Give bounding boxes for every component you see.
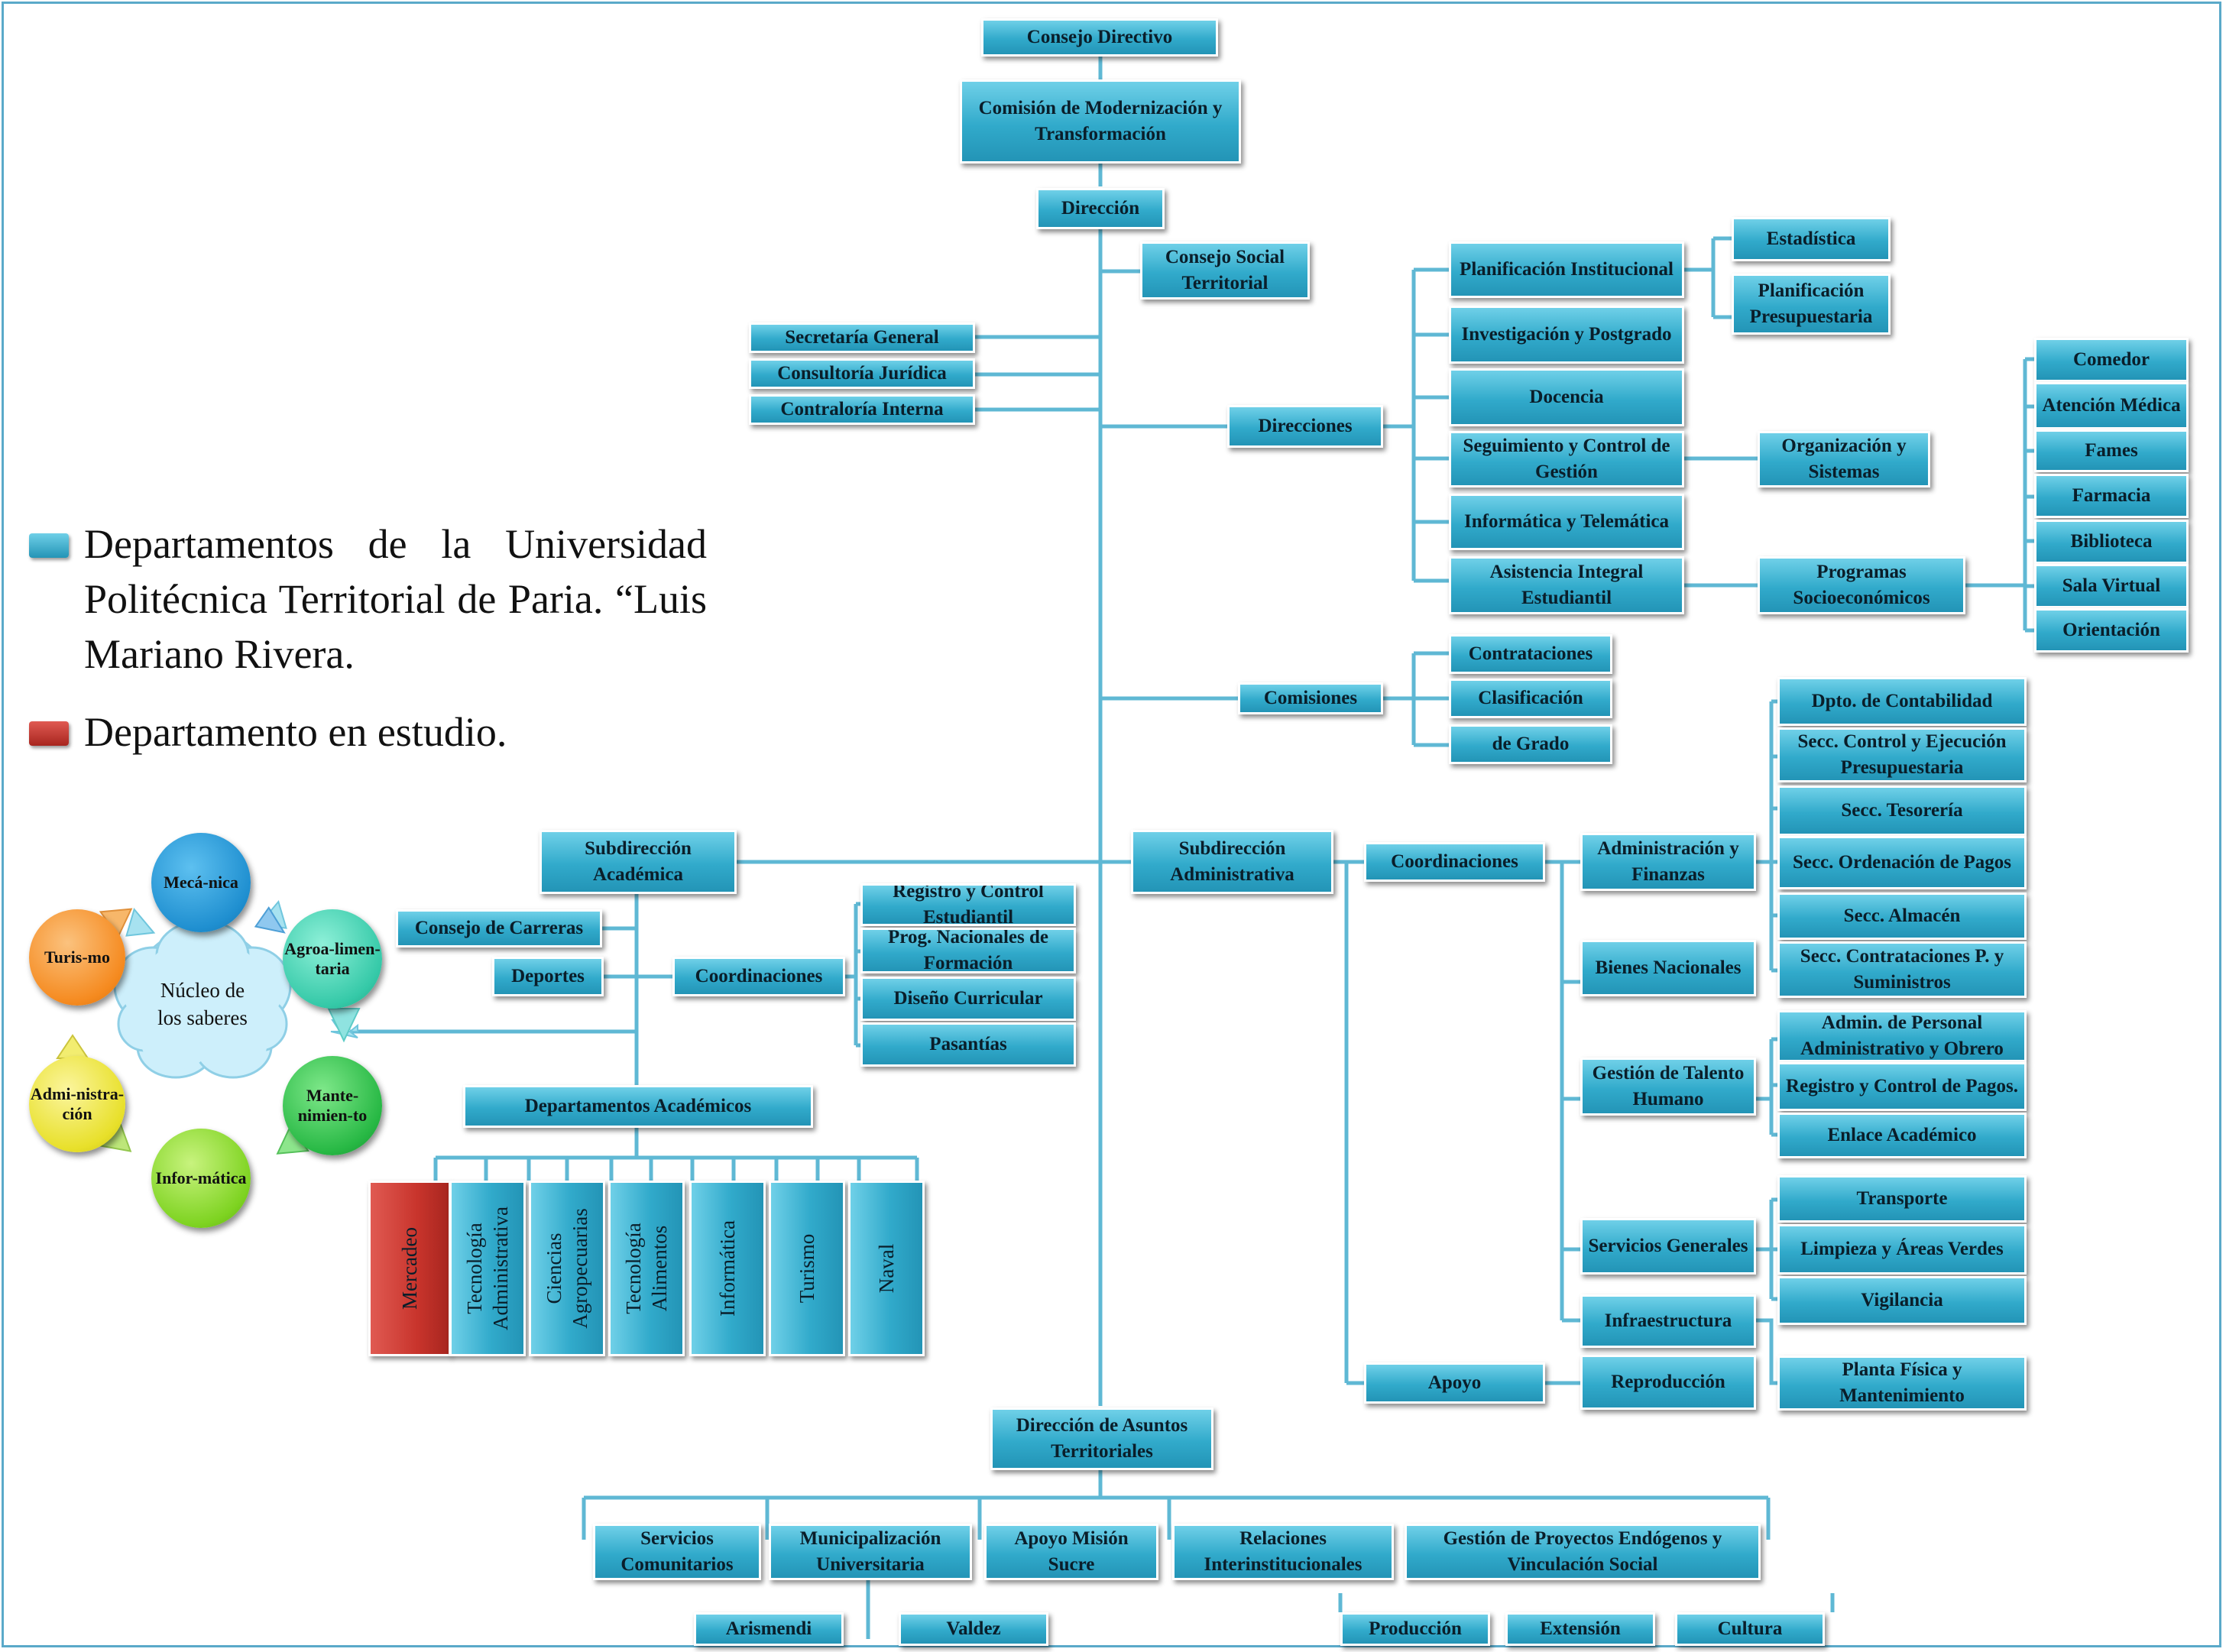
box-atencion-medica: Atención Médica (2034, 382, 2189, 429)
circle-mantenimiento: Mante-nimien-to (283, 1056, 382, 1155)
box-servicios-generales: Servicios Generales (1580, 1218, 1756, 1275)
box-planificacion-institucional: Planificación Institucional (1449, 241, 1684, 298)
box-planta-fisica: Planta Física y Mantenimiento (1777, 1356, 2027, 1411)
legend-blue-text: Departamentos de la Universidad Politécn… (84, 521, 707, 677)
box-fames: Fames (2034, 429, 2189, 472)
legend-blue-swatch (29, 533, 69, 558)
box-seguimiento-control: Seguimiento y Control de Gestión (1449, 431, 1684, 488)
dept-mercadeo: Mercadeo (368, 1181, 451, 1356)
circle-mecanica: Mecá-nica (151, 833, 251, 932)
box-biblioteca: Biblioteca (2034, 520, 2189, 564)
box-secc-almacen: Secc. Almacén (1777, 892, 2027, 940)
box-farmacia: Farmacia (2034, 474, 2189, 518)
box-dpto-contabilidad: Dpto. de Contabilidad (1777, 677, 2027, 726)
box-clasificacion: Clasificación (1449, 679, 1612, 718)
box-secc-tesoreria: Secc. Tesorería (1777, 786, 2027, 836)
box-gestion-proyectos-endogenos: Gestión de Proyectos Endógenos y Vincula… (1405, 1524, 1761, 1580)
box-infraestructura: Infraestructura (1580, 1294, 1756, 1348)
box-admin-personal: Admin. de Personal Administrativo y Obre… (1777, 1010, 2027, 1062)
box-coordinaciones-administrativas: Coordinaciones (1364, 842, 1545, 882)
box-reproduccion: Reproducción (1580, 1355, 1756, 1410)
box-programas-socioeconomicos: Programas Socioeconómicos (1758, 556, 1965, 614)
box-secc-control-ejecucion: Secc. Control y Ejecución Presupuestaria (1777, 727, 2027, 782)
box-secretaria-general: Secretaría General (749, 322, 975, 353)
box-consultoria-juridica: Consultoría Jurídica (749, 358, 975, 389)
box-talento-humano: Gestión de Talento Humano (1580, 1058, 1756, 1116)
box-direcciones: Direcciones (1227, 405, 1383, 448)
dept-informatica: Informática (689, 1181, 766, 1356)
circle-agroalimentaria: Agroa-limen-taria (283, 909, 382, 1009)
box-consejo-directivo: Consejo Directivo (981, 18, 1218, 57)
box-registro-control-estudiantil: Registro y Control Estudiantil (860, 883, 1076, 926)
box-diseno-curricular: Diseño Curricular (860, 977, 1076, 1021)
legend-red-text: Departamento en estudio. (84, 709, 507, 755)
nucleo-center-label: Núcleo de los saberes (157, 979, 248, 1029)
box-cultura: Cultura (1675, 1612, 1825, 1646)
dept-tecnologia-administrativa: Tecnología Administrativa (449, 1181, 526, 1356)
box-apoyo: Apoyo (1364, 1362, 1545, 1404)
box-estadistica: Estadística (1732, 217, 1891, 261)
circle-informatica: Infor-mática (151, 1129, 251, 1228)
box-deportes: Deportes (492, 957, 604, 996)
box-investigacion-postgrado: Investigación y Postgrado (1449, 306, 1684, 364)
box-consejo-carreras: Consejo de Carreras (396, 909, 602, 947)
box-comision-modernizacion: Comisión de Modernización y Transformaci… (960, 79, 1241, 164)
box-asistencia-integral: Asistencia Integral Estudiantil (1449, 556, 1684, 614)
box-docencia: Docencia (1449, 368, 1684, 426)
box-vigilancia: Vigilancia (1777, 1276, 2027, 1325)
box-orientacion: Orientación (2034, 608, 2189, 653)
box-contraloria-interna: Contraloría Interna (749, 394, 975, 425)
box-de-grado: de Grado (1449, 724, 1612, 764)
box-bienes-nacionales: Bienes Nacionales (1580, 940, 1756, 996)
dept-ciencias-agropecuarias: Ciencias Agropecuarias (529, 1181, 605, 1356)
box-departamentos-academicos: Departamentos Académicos (463, 1085, 813, 1128)
dept-tecnologia-alimentos: Tecnología Alimentos (608, 1181, 685, 1356)
box-municipalizacion-universitaria: Municipalización Universitaria (769, 1524, 972, 1580)
box-apoyo-mision-sucre: Apoyo Misión Sucre (984, 1524, 1158, 1580)
box-comedor: Comedor (2034, 338, 2189, 382)
box-limpieza-areas-verdes: Limpieza y Áreas Verdes (1777, 1224, 2027, 1275)
box-prog-nacionales-formacion: Prog. Nacionales de Formación (860, 928, 1076, 973)
legend-red-swatch (29, 721, 69, 746)
box-relaciones-interinstitucionales: Relaciones Interinstitucionales (1172, 1524, 1394, 1580)
box-extension: Extensión (1505, 1612, 1655, 1646)
dept-turismo: Turismo (769, 1181, 845, 1356)
circle-turismo: Turis-mo (29, 909, 125, 1006)
circle-administracion: Admi-nistra-ción (29, 1056, 125, 1152)
box-enlace-academico: Enlace Académico (1777, 1113, 2027, 1158)
box-consejo-social: Consejo Social Territorial (1140, 241, 1310, 300)
box-comisiones: Comisiones (1238, 682, 1383, 714)
box-transporte: Transporte (1777, 1175, 2027, 1223)
box-organizacion-sistemas: Organización y Sistemas (1758, 431, 1930, 488)
box-planificacion-presupuestaria: Planificación Presupuestaria (1732, 274, 1891, 335)
box-subdireccion-academica: Subdirección Académica (539, 830, 737, 894)
box-secc-contrataciones: Secc. Contrataciones P. y Suministros (1777, 941, 2027, 998)
box-produccion: Producción (1340, 1612, 1490, 1646)
box-administracion-finanzas: Administración y Finanzas (1580, 833, 1756, 891)
box-direccion-asuntos-territoriales: Dirección de Asuntos Territoriales (990, 1407, 1213, 1470)
box-arismendi: Arismendi (694, 1612, 844, 1646)
box-sala-virtual: Sala Virtual (2034, 564, 2189, 608)
box-servicios-comunitarios: Servicios Comunitarios (593, 1524, 761, 1580)
box-direccion: Dirección (1036, 188, 1165, 229)
box-informatica-telematica: Informática y Telemática (1449, 494, 1684, 550)
box-secc-ordenacion-pagos: Secc. Ordenación de Pagos (1777, 836, 2027, 889)
box-pasantias: Pasantías (860, 1022, 1076, 1067)
box-valdez: Valdez (899, 1612, 1048, 1646)
box-contrataciones: Contrataciones (1449, 634, 1612, 674)
box-coordinaciones-academicas: Coordinaciones (672, 957, 845, 996)
dept-naval: Naval (848, 1181, 925, 1356)
box-registro-control-pagos: Registro y Control de Pagos. (1777, 1062, 2027, 1111)
box-subdireccion-administrativa: Subdirección Administrativa (1131, 830, 1333, 894)
